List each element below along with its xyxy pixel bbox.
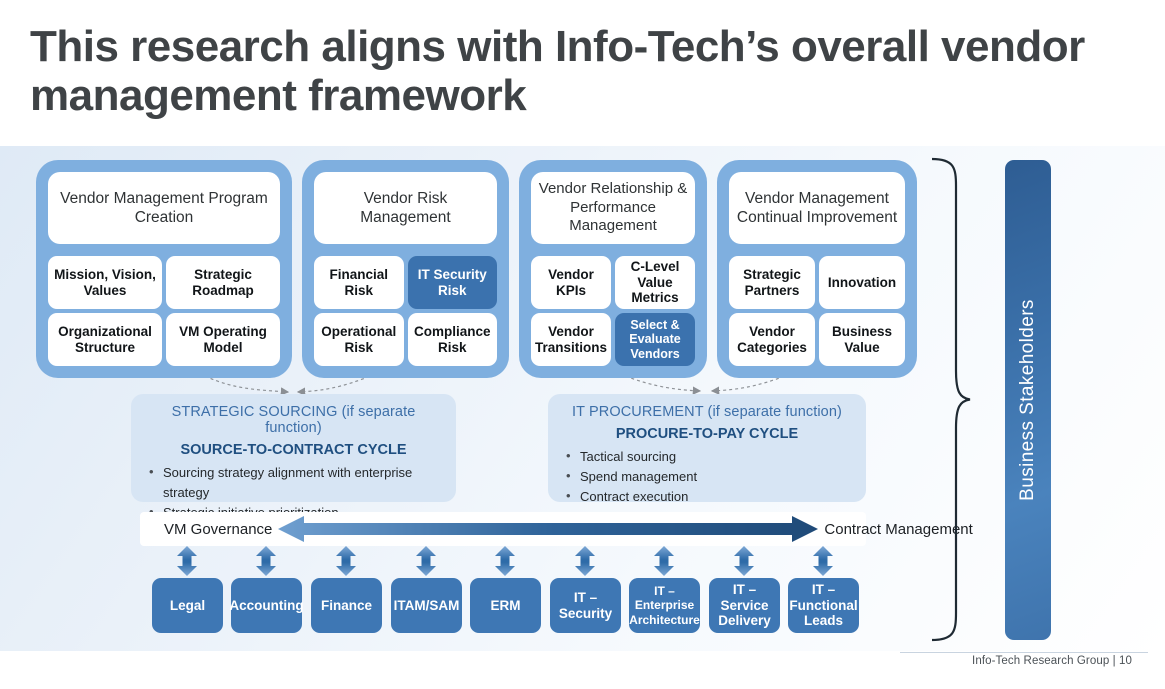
- cycle-bullet-list: Tactical sourcing Spend management Contr…: [562, 446, 852, 507]
- group-tiles: Vendor KPIs C-Level Value Metrics Vendor…: [531, 256, 695, 366]
- tile-it-security-risk[interactable]: IT Security Risk: [407, 256, 497, 309]
- business-stakeholders-bar: Business Stakeholders: [1005, 160, 1051, 640]
- tile-operational-risk[interactable]: Operational Risk: [314, 313, 404, 366]
- business-stakeholders-label: Business Stakeholders: [1017, 299, 1038, 501]
- stakeholder-box-itam-sam[interactable]: ITAM/SAM: [391, 578, 462, 633]
- up-down-arrow-icon: [177, 546, 197, 576]
- page-title: This research aligns with Info-Tech’s ov…: [30, 22, 1085, 121]
- list-item: Contract execution: [562, 486, 852, 507]
- up-down-arrow-icon: [813, 546, 833, 576]
- contract-management-label: Contract Management: [824, 520, 973, 538]
- stakeholder-box-legal[interactable]: Legal: [152, 578, 223, 633]
- group-tiles: Strategic Partners Innovation Vendor Cat…: [729, 256, 905, 366]
- tile-vendor-categories[interactable]: Vendor Categories: [729, 313, 815, 366]
- tile-innovation[interactable]: Innovation: [819, 256, 905, 309]
- cycle-subheading: PROCURE-TO-PAY CYCLE: [615, 426, 799, 442]
- group-tiles: Financial Risk IT Security Risk Operatio…: [314, 256, 497, 366]
- group-title: Vendor Management Continual Improvement: [729, 172, 905, 244]
- cycle-box-strategic-sourcing[interactable]: STRATEGIC SOURCING (if separate function…: [131, 394, 456, 543]
- tile-strategic-roadmap[interactable]: Strategic Roadmap: [166, 256, 280, 309]
- stakeholder-box-it-service-delivery[interactable]: IT – Service Delivery: [709, 578, 780, 633]
- footer-text: Info-Tech Research Group | 10: [972, 655, 1132, 667]
- tile-financial-risk[interactable]: Financial Risk: [314, 256, 404, 309]
- tile-business-value[interactable]: Business Value: [819, 313, 905, 366]
- up-down-arrow-icon: [416, 546, 436, 576]
- group-panel-vendor-relationship-performance-management[interactable]: Vendor Relationship & Performance Manage…: [519, 160, 707, 378]
- up-down-arrow-icon: [495, 546, 515, 576]
- tile-organizational-structure[interactable]: Organizational Structure: [48, 313, 162, 366]
- cycle-heading: STRATEGIC SOURCING (if separate function…: [171, 404, 416, 436]
- vm-governance-label: VM Governance: [164, 520, 273, 538]
- framework-diagram: Vendor Management Program Creation Missi…: [0, 146, 1165, 651]
- cycle-heading: IT PROCUREMENT (if separate function): [572, 404, 842, 420]
- tile-mission-vision-values[interactable]: Mission, Vision, Values: [48, 256, 162, 309]
- stakeholder-box-finance[interactable]: Finance: [311, 578, 382, 633]
- stakeholder-box-it-functional-leads[interactable]: IT – Functional Leads: [788, 578, 859, 633]
- list-item: Tactical sourcing: [562, 446, 852, 467]
- stakeholder-box-erm[interactable]: ERM: [470, 578, 541, 633]
- curly-brace-icon: [930, 156, 972, 643]
- tile-c-level-value-metrics[interactable]: C-Level Value Metrics: [615, 256, 695, 309]
- tile-vm-operating-model[interactable]: VM Operating Model: [166, 313, 280, 366]
- group-panel-vendor-risk-management[interactable]: Vendor Risk Management Financial Risk IT…: [302, 160, 509, 378]
- up-down-arrow-icon: [654, 546, 674, 576]
- footer-divider: [900, 652, 1148, 653]
- tile-strategic-partners[interactable]: Strategic Partners: [729, 256, 815, 309]
- list-item: Sourcing strategy alignment with enterpr…: [145, 462, 442, 503]
- bidirectional-arrow-icon: [278, 516, 819, 542]
- stakeholder-box-it-enterprise-architecture[interactable]: IT – Enterprise Architecture: [629, 578, 700, 633]
- tile-vendor-transitions[interactable]: Vendor Transitions: [531, 313, 612, 366]
- stakeholder-box-it-security[interactable]: IT – Security: [550, 578, 621, 633]
- group-panel-vendor-management-continual-improvement[interactable]: Vendor Management Continual Improvement …: [717, 160, 917, 378]
- group-title: Vendor Risk Management: [314, 172, 497, 244]
- up-down-arrow-icon: [336, 546, 356, 576]
- up-down-arrow-icon: [256, 546, 276, 576]
- governance-bar: VM Governance Contract Management: [140, 512, 973, 546]
- group-title: Vendor Management Program Creation: [48, 172, 280, 244]
- up-down-arrow-icon: [734, 546, 754, 576]
- tile-select-evaluate-vendors[interactable]: Select & Evaluate Vendors: [615, 313, 695, 366]
- tile-vendor-kpis[interactable]: Vendor KPIs: [531, 256, 612, 309]
- cycle-subheading: SOURCE-TO-CONTRACT CYCLE: [180, 442, 407, 458]
- group-title: Vendor Relationship & Performance Manage…: [531, 172, 695, 244]
- up-down-arrow-icon: [575, 546, 595, 576]
- group-tiles: Mission, Vision, Values Strategic Roadma…: [48, 256, 280, 366]
- stakeholder-box-accounting[interactable]: Accounting: [229, 578, 304, 633]
- cycle-box-it-procurement[interactable]: IT PROCUREMENT (if separate function) PR…: [548, 394, 866, 507]
- list-item: Spend management: [562, 466, 852, 487]
- group-panel-vendor-management-program-creation[interactable]: Vendor Management Program Creation Missi…: [36, 160, 292, 378]
- tile-compliance-risk[interactable]: Compliance Risk: [407, 313, 497, 366]
